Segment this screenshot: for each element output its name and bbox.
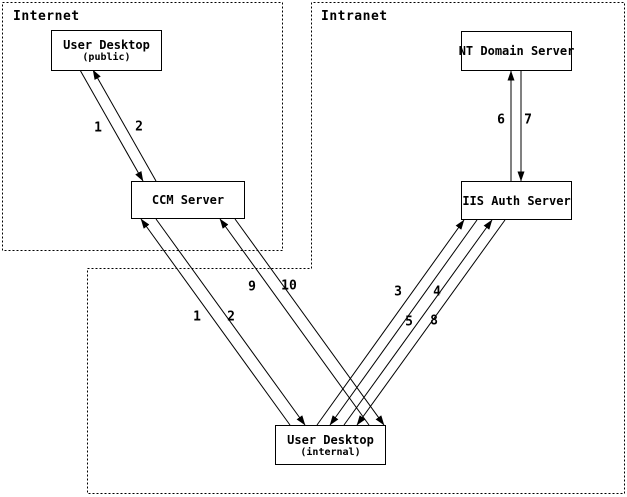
edge-label-1-internal: 1 xyxy=(193,309,201,325)
edge-label-2-public: 2 xyxy=(135,119,143,135)
edge-label-9: 9 xyxy=(248,279,256,295)
node-iis-auth-server: IIS Auth Server xyxy=(461,181,572,220)
edge-label-8: 8 xyxy=(430,313,438,329)
intranet-zone-border xyxy=(87,2,625,494)
edge-label-6: 6 xyxy=(497,112,505,128)
node-iis-auth-server-label: IIS Auth Server xyxy=(462,193,571,208)
edge-ccm-to-internal-desktop-2 xyxy=(155,218,306,426)
node-user-desktop-public-sublabel: (public) xyxy=(82,52,131,63)
node-nt-domain-server-label: NT Domain Server xyxy=(458,44,575,58)
edge-label-10: 10 xyxy=(281,278,297,294)
node-user-desktop-internal: User Desktop (internal) xyxy=(275,425,386,465)
node-nt-domain-server: NT Domain Server xyxy=(458,31,575,71)
edge-internal-desktop-to-iis-5 xyxy=(343,219,493,426)
edge-iis-to-internal-desktop-4 xyxy=(329,219,478,426)
edge-label-2-internal: 2 xyxy=(227,309,235,325)
edge-ccm-to-public-desktop xyxy=(92,69,157,182)
zone-label-internet: Internet xyxy=(11,9,82,24)
edge-label-4: 4 xyxy=(433,284,441,300)
edge-label-1-public: 1 xyxy=(94,120,102,136)
edge-label-3: 3 xyxy=(394,284,402,300)
edge-iis-to-internal-desktop-8 xyxy=(356,219,506,426)
edge-label-5: 5 xyxy=(405,314,413,330)
node-user-desktop-internal-sublabel: (internal) xyxy=(300,446,361,458)
edge-ccm-to-internal-desktop-10 xyxy=(234,218,385,426)
node-user-desktop-public-label: User Desktop xyxy=(63,38,150,52)
edge-internal-desktop-to-iis-3 xyxy=(316,219,465,426)
edge-label-7: 7 xyxy=(524,112,532,128)
zone-label-intranet: Intranet xyxy=(319,9,390,24)
node-ccm-server: CCM Server xyxy=(131,181,245,219)
edge-internal-desktop-to-ccm-9 xyxy=(219,218,370,426)
internet-zone-border xyxy=(2,2,283,251)
edge-internal-desktop-to-ccm-1 xyxy=(140,218,291,426)
node-user-desktop-internal-label: User Desktop xyxy=(287,432,374,447)
node-user-desktop-public: User Desktop (public) xyxy=(51,30,162,71)
edge-public-desktop-to-ccm xyxy=(79,69,144,182)
node-ccm-server-label: CCM Server xyxy=(151,193,225,207)
